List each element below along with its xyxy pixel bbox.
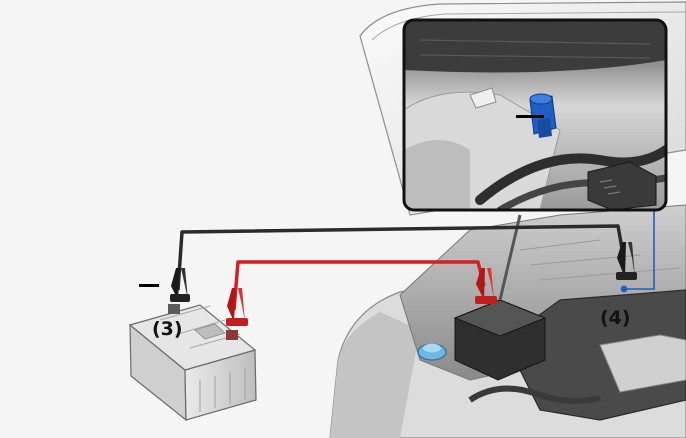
label-booster-battery: (3) bbox=[152, 318, 183, 340]
callout-dot bbox=[620, 285, 628, 293]
inset-harness bbox=[475, 145, 666, 205]
red-jumper-clamp-battery-icon bbox=[226, 288, 248, 326]
inset-stud bbox=[469, 87, 497, 109]
booster-battery bbox=[128, 304, 257, 422]
fender-shading bbox=[330, 312, 420, 438]
hood-prop-rod bbox=[498, 214, 522, 301]
coolant-hose bbox=[468, 385, 601, 404]
inset-relay-slots bbox=[599, 179, 621, 195]
negative-symbol-battery bbox=[139, 284, 159, 287]
battery-side-ribs bbox=[199, 368, 246, 412]
battery-handle bbox=[194, 323, 226, 340]
engine-cover-panel bbox=[599, 334, 686, 393]
washer-cap-top bbox=[423, 343, 441, 353]
inset-relay-box bbox=[587, 161, 657, 210]
fuse-box-top bbox=[453, 299, 547, 337]
battery-positive-terminal bbox=[226, 330, 238, 340]
battery-negative-terminal bbox=[168, 304, 180, 314]
inset-frame bbox=[402, 18, 668, 212]
negative-cable bbox=[176, 224, 626, 291]
inset-hood-ribs bbox=[419, 39, 651, 59]
ground-point-inset bbox=[402, 18, 668, 212]
black-jumper-clamp-vehicle-icon bbox=[616, 242, 637, 280]
inset-hood-underside bbox=[404, 20, 666, 73]
inset-strut-shadow bbox=[404, 140, 470, 210]
callout-leader bbox=[620, 210, 655, 293]
negative-symbol-inset bbox=[516, 115, 544, 118]
label-vehicle-ground: (4) bbox=[600, 307, 631, 329]
hood-inner-edge bbox=[371, 11, 686, 41]
red-jumper-clamp-vehicle-icon bbox=[475, 268, 497, 304]
black-jumper-clamp-icon bbox=[170, 268, 190, 302]
